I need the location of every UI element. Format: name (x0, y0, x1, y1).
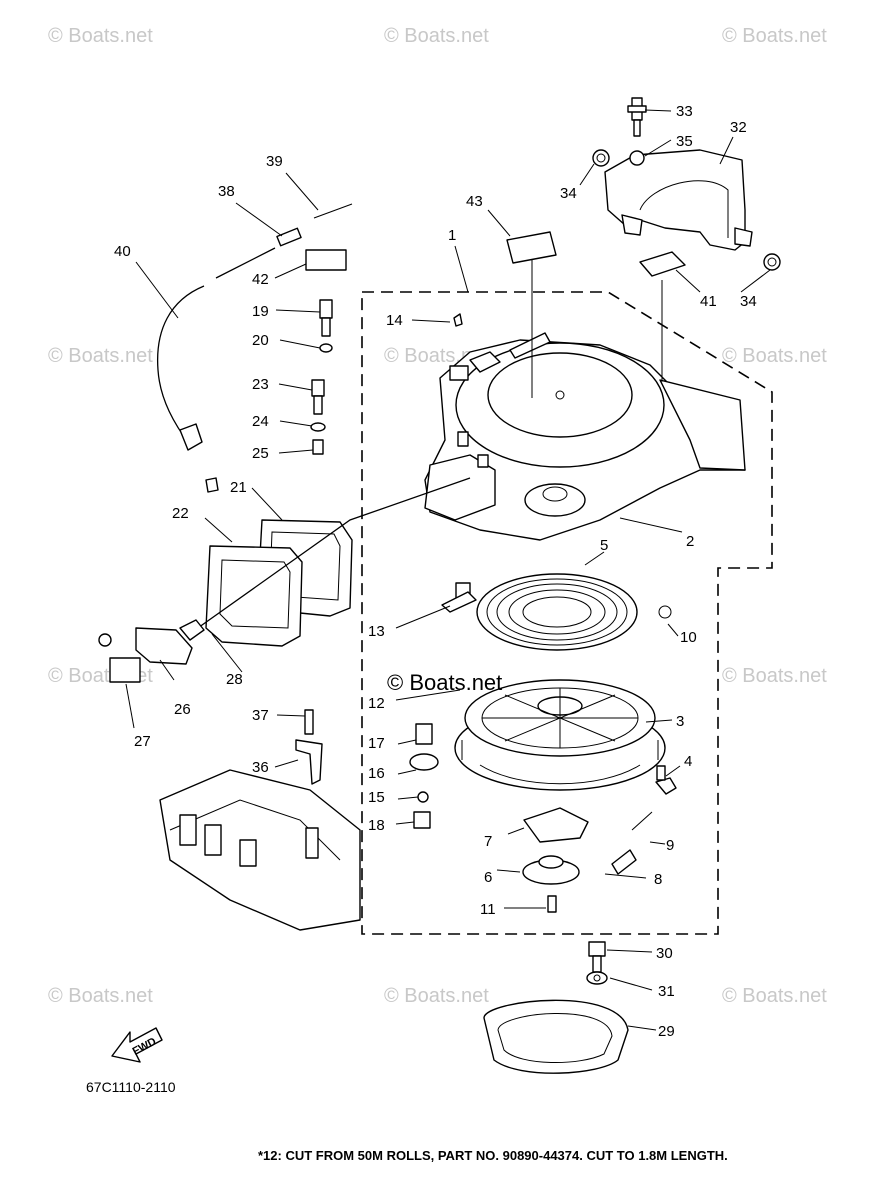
callout-4: 4 (684, 753, 692, 770)
engine-housing (159, 709, 361, 931)
footnote: *12: CUT FROM 50M ROLLS, PART NO. 90890-… (258, 1148, 728, 1163)
callout-31: 31 (658, 983, 675, 1000)
callout-22: 22 (172, 505, 189, 522)
starter-handle (98, 477, 471, 683)
starter-case (424, 332, 746, 541)
callout-14: 14 (386, 312, 403, 329)
callout-21: 21 (230, 479, 247, 496)
spiral-spring (476, 573, 638, 651)
throttle-cable (156, 203, 353, 493)
sheave-drum (454, 679, 666, 791)
callout-8: 8 (654, 871, 662, 888)
callout-32: 32 (730, 119, 747, 136)
callout-15: 15 (368, 789, 385, 806)
callout-34b: 34 (740, 293, 757, 310)
callout-7: 7 (484, 833, 492, 850)
callouts: 1 2 3 4 5 6 7 8 9 10 11 12 13 14 15 16 1… (114, 103, 757, 1040)
callout-17: 17 (368, 735, 385, 752)
callout-20: 20 (252, 332, 269, 349)
center-watermark: © Boats.net (387, 670, 502, 695)
callout-29: 29 (658, 1023, 675, 1040)
callout-35: 35 (676, 133, 693, 150)
leader-lines (125, 109, 771, 1031)
callout-23: 23 (252, 376, 269, 393)
assembly-boundary (361, 291, 773, 935)
callout-36: 36 (252, 759, 269, 776)
watermark: © Boats.net (48, 345, 153, 367)
callout-30: 30 (656, 945, 673, 962)
callout-27: 27 (134, 733, 151, 750)
callout-33: 33 (676, 103, 693, 120)
callout-16: 16 (368, 765, 385, 782)
callout-42: 42 (252, 271, 269, 288)
callout-37: 37 (252, 707, 269, 724)
callout-1: 1 (448, 227, 456, 244)
callout-10: 10 (680, 629, 697, 646)
callout-26: 26 (174, 701, 191, 718)
callout-3: 3 (676, 713, 684, 730)
callout-24: 24 (252, 413, 269, 430)
watermarks: © Boats.net © Boats.net © Boats.net © Bo… (48, 25, 827, 1007)
watermark: © Boats.net (384, 25, 489, 47)
watermark: © Boats.net (384, 985, 489, 1007)
cover-assembly (592, 97, 781, 277)
label-plate-43 (506, 231, 557, 264)
watermark: © Boats.net (722, 25, 827, 47)
diagram-code: 67C1110-2110 (86, 1079, 176, 1095)
callout-38: 38 (218, 183, 235, 200)
callout-9: 9 (666, 837, 674, 854)
callout-18: 18 (368, 817, 385, 834)
watermark: © Boats.net (48, 25, 153, 47)
callout-41: 41 (700, 293, 717, 310)
ring-assembly (483, 941, 629, 1074)
callout-19: 19 (252, 303, 269, 320)
fwd-arrow: FWD (111, 1027, 163, 1063)
callout-13: 13 (368, 623, 385, 640)
watermark: © Boats.net (48, 985, 153, 1007)
small-parts (305, 249, 677, 913)
callout-11: 11 (480, 901, 496, 918)
callout-40: 40 (114, 243, 131, 260)
watermark: © Boats.net (722, 985, 827, 1007)
callout-2: 2 (686, 533, 694, 550)
callout-12: 12 (368, 695, 385, 712)
callout-28: 28 (226, 671, 243, 688)
callout-5: 5 (600, 537, 608, 554)
watermark: © Boats.net (722, 665, 827, 687)
callout-25: 25 (252, 445, 269, 462)
callout-43: 43 (466, 193, 483, 210)
watermark: © Boats.net (722, 345, 827, 367)
callout-39: 39 (266, 153, 283, 170)
callout-6: 6 (484, 869, 492, 886)
callout-34a: 34 (560, 185, 577, 202)
